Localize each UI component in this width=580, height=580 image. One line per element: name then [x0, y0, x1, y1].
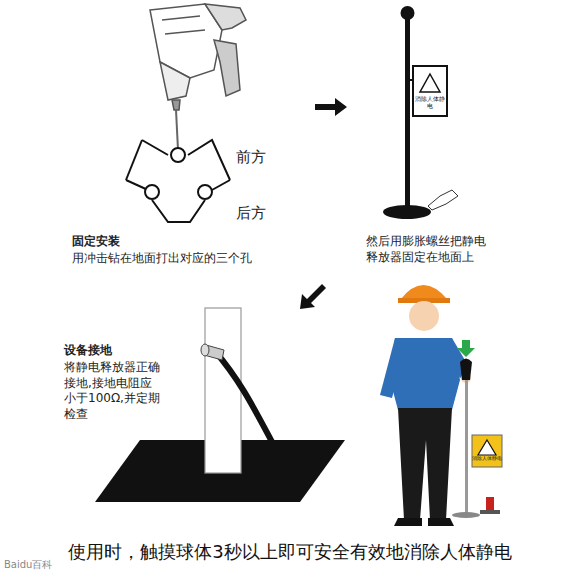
caption: 使用时，触摸球体3秒以上即可安全有效地消除人体静电: [20, 540, 560, 563]
direction-label: 后方: [236, 204, 286, 224]
direction-label: 前方: [236, 148, 286, 168]
hammer-drill: [150, 4, 246, 150]
step-text: 用冲击钻在地面打出对应的三个孔: [72, 251, 292, 267]
worker-figure: [380, 285, 502, 526]
step-arrow: [300, 284, 326, 309]
sign-text: 消除人体静电: [414, 96, 446, 109]
step-text: 将静电释放器正确接地,接地电阻应小于100Ω,并定期检查: [64, 360, 162, 422]
sign-text: 消除人体静电: [472, 456, 502, 462]
step-heading: 设备接地: [64, 343, 164, 359]
hole-pattern: [126, 140, 230, 222]
step-text: 然后用膨胀螺丝把静电释放器固定在地面上: [366, 234, 494, 265]
step-heading: 固定安装: [72, 234, 192, 250]
step-arrow: [315, 98, 347, 116]
discharger-pole: [383, 6, 458, 219]
